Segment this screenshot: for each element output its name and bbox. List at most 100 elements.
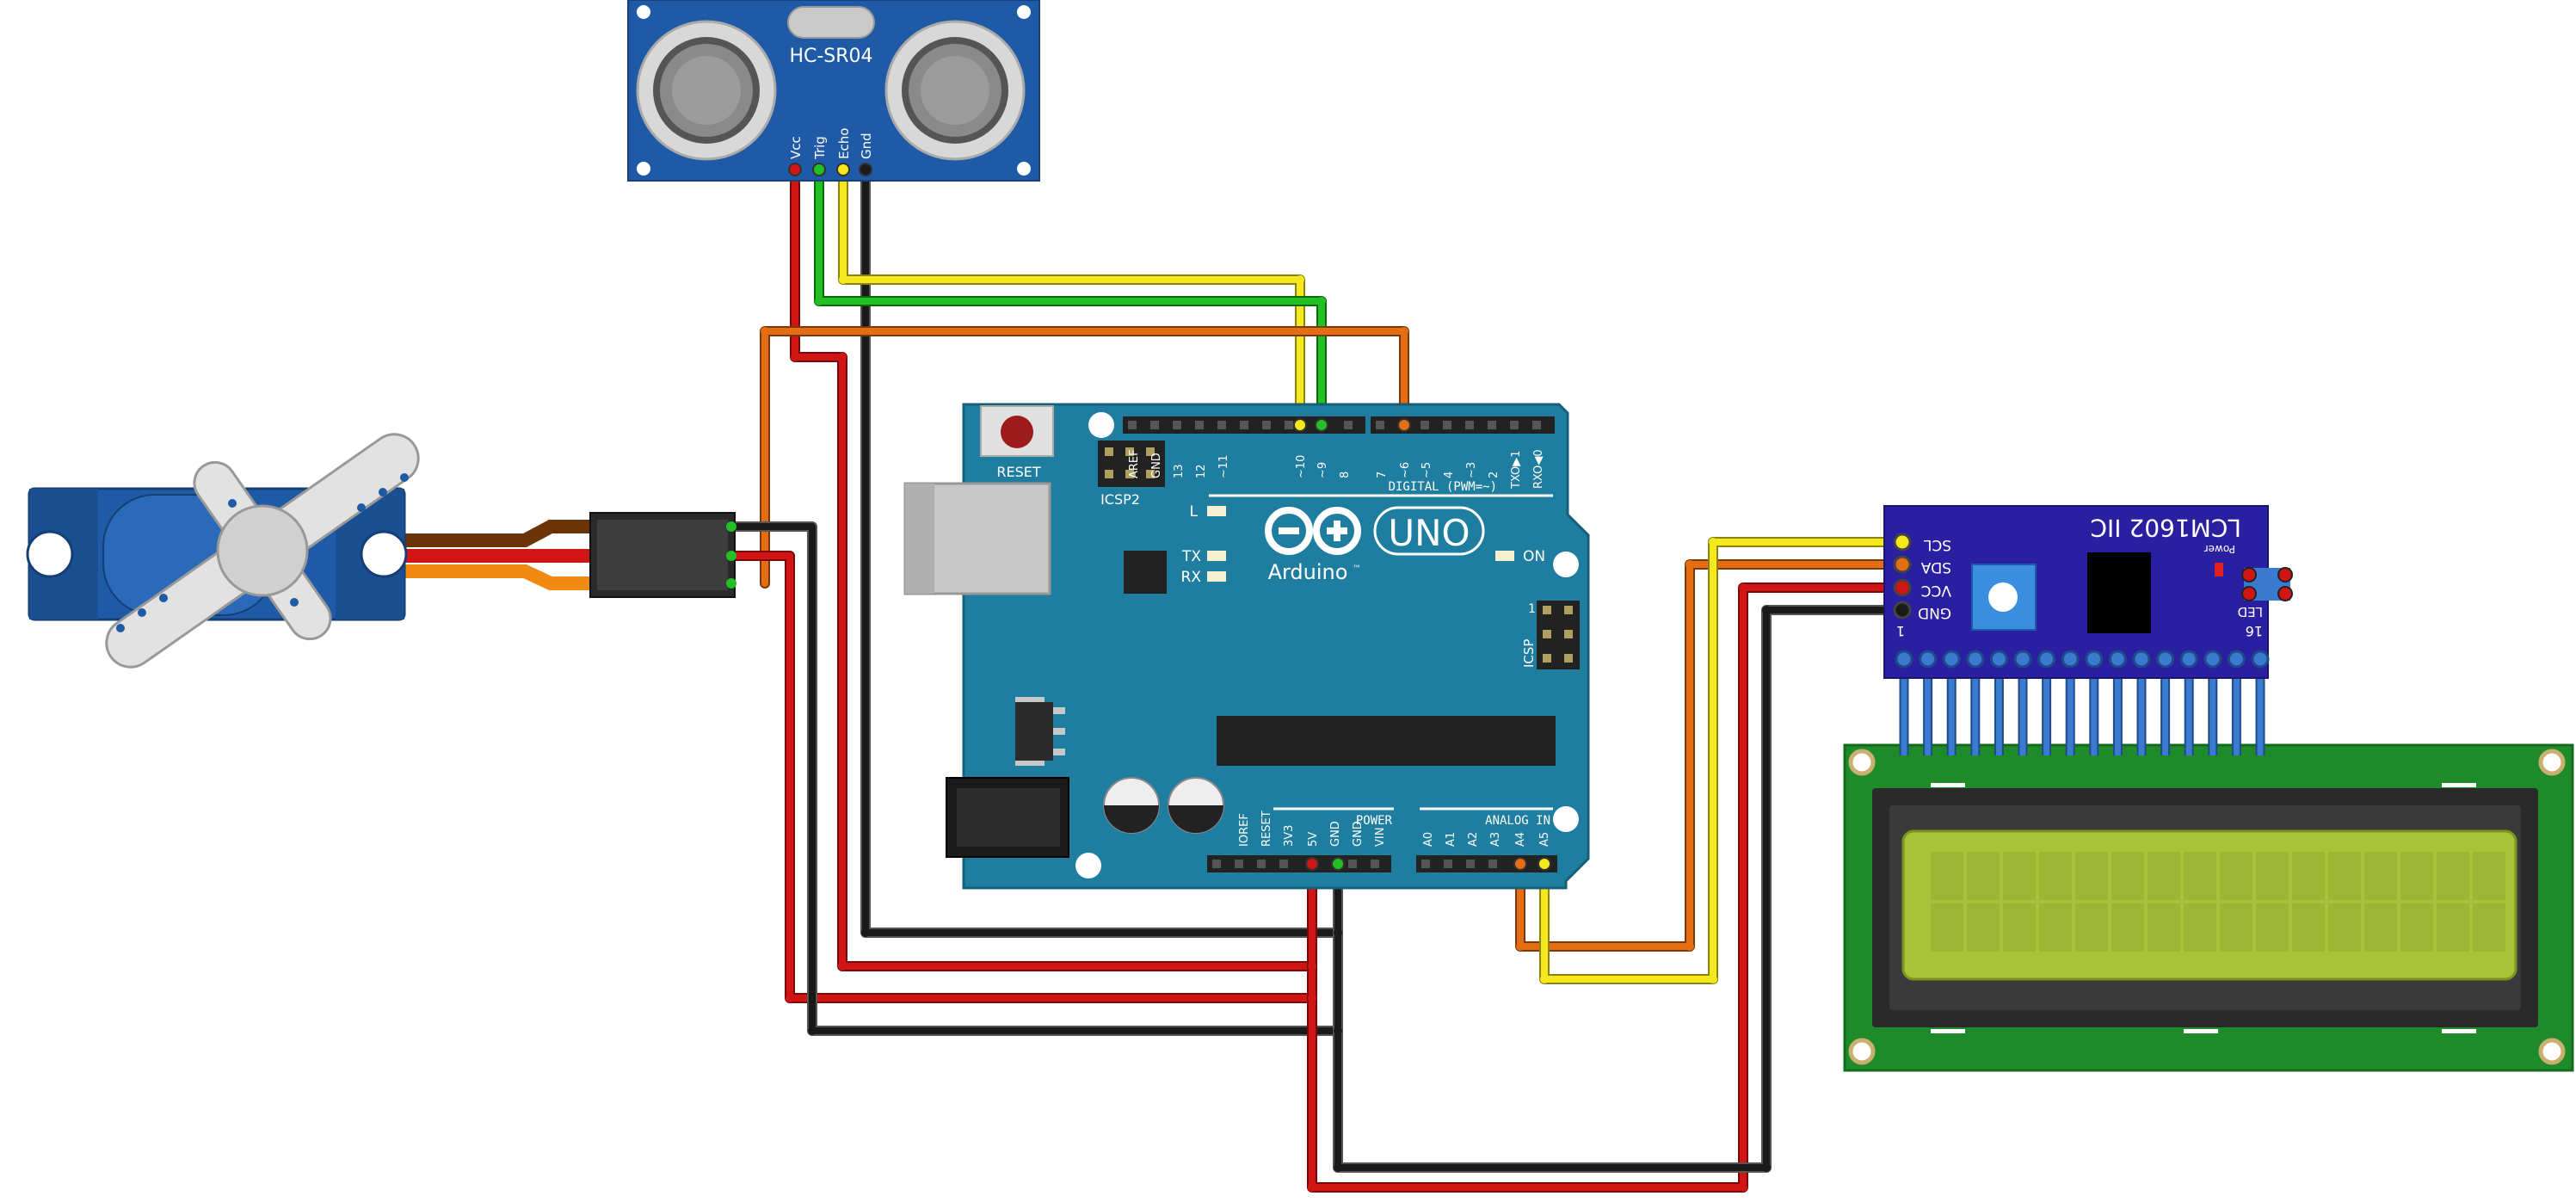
lcd-mount-holes — [1848, 749, 2566, 1065]
led-jumper[interactable] — [2241, 567, 2293, 601]
lcd-cell — [2039, 852, 2072, 900]
arduino-model: UNO — [1388, 512, 1470, 554]
pin-label-3: ~3 — [1465, 462, 1478, 478]
wire-sensor-echo — [838, 163, 1305, 431]
pin-label-4: 4 — [1443, 472, 1456, 478]
lcd-cell — [1967, 852, 2000, 900]
servo-cable — [387, 520, 594, 590]
analog-header[interactable] — [1416, 855, 1557, 872]
ultrasonic-sensor: HC-SR04 Vcc Trig Echo Gnd — [627, 0, 1040, 182]
led-rx-label: RX — [1181, 569, 1202, 586]
lcd-cell — [2220, 903, 2252, 952]
wire-bends — [761, 275, 1771, 1192]
i2c-header-pin — [2203, 650, 2222, 669]
voltage-regulator — [1015, 697, 1065, 766]
pin-label-11: ~11 — [1217, 455, 1230, 478]
servo-horn[interactable] — [97, 425, 428, 677]
arduino-brand: Arduino — [1268, 560, 1348, 584]
i2c-header-pin — [2061, 650, 2080, 669]
wires — [731, 163, 1907, 1193]
power-header[interactable] — [1207, 855, 1391, 872]
wire-servo-gnd — [731, 521, 1343, 1036]
i2c-pin-last-label: 16 — [2246, 623, 2263, 639]
pin-label-5v: 5V — [1307, 832, 1320, 847]
lcd-cell — [2364, 903, 2397, 952]
transducer-right — [884, 20, 1026, 161]
pin-label-a2: A2 — [1467, 832, 1480, 847]
capacitors — [1103, 777, 1224, 834]
digital-header-label: DIGITAL (PWM=~) — [1389, 480, 1497, 494]
pin-label-gnd: GND — [1150, 453, 1163, 478]
lcd-cell — [2292, 903, 2325, 952]
pin-label-aref: AREF — [1128, 449, 1141, 478]
sensor-model-label: HC-SR04 — [789, 46, 872, 67]
i2c-header-pin — [1919, 650, 1938, 669]
pin-label-a0: A0 — [1422, 832, 1435, 847]
i2c-chip — [2087, 552, 2151, 633]
i2c-backpack: SCL SDA VCC GND LCM1602 IIC Power LED 1 … — [1883, 505, 2293, 755]
i2c-pin-sda-label: SDA — [1920, 558, 1951, 576]
lcd-cell — [1931, 852, 1963, 900]
led-on-label: ON — [1523, 548, 1545, 565]
pin-label-a3: A3 — [1489, 832, 1502, 847]
i2c-header-pins — [1895, 650, 2270, 669]
icsp-header — [1537, 601, 1580, 669]
servo-motor — [26, 425, 736, 677]
pin-label-9: ~9 — [1316, 462, 1329, 478]
reset-label: RESET — [996, 464, 1040, 480]
pin-label-a5: A5 — [1538, 832, 1551, 847]
wire-servo-vcc — [731, 551, 1317, 1003]
arduino-uno: RESET ICSP2 L TX RX ON — [903, 403, 1590, 890]
pin-label-5: ~5 — [1420, 462, 1433, 478]
transducer-left — [636, 20, 777, 161]
lcd-cell — [2473, 903, 2505, 952]
i2c-header-pin — [2227, 650, 2246, 669]
lcd-cell — [2256, 903, 2289, 952]
lcd-display — [1843, 743, 2574, 1072]
power-jack[interactable] — [946, 777, 1069, 858]
lcd-cell — [2003, 852, 2036, 900]
atmega-chip — [1217, 716, 1556, 766]
lcd-cell — [2003, 903, 2036, 952]
pin-label-1: TXO▶1 — [1510, 450, 1523, 490]
lcd-cell — [1931, 903, 1963, 952]
i2c-pin-first-label: 1 — [1896, 623, 1905, 639]
i2c-pin-scl-label: SCL — [1923, 536, 1951, 553]
icsp2-label: ICSP2 — [1100, 491, 1140, 508]
lcd-cell — [2364, 852, 2397, 900]
sensor-pins[interactable] — [788, 163, 872, 176]
lcd-cell — [2400, 852, 2433, 900]
i2c-header-pin — [1966, 650, 1985, 669]
digital-header[interactable] — [1123, 416, 1555, 434]
reset-button[interactable] — [980, 405, 1054, 457]
pin-label-13: 13 — [1173, 464, 1186, 478]
i2c-pins[interactable] — [1893, 533, 1912, 619]
usb-chip — [1124, 551, 1167, 594]
pin-label-12: 12 — [1195, 464, 1208, 478]
lcd-cell — [2184, 903, 2216, 952]
pin-label-a4: A4 — [1514, 832, 1527, 847]
lcd-cell — [2184, 852, 2216, 900]
i2c-title: LCM1602 IIC — [2090, 514, 2241, 542]
wire-sensor-trig — [814, 163, 1327, 431]
i2c-header-pin — [2251, 650, 2270, 669]
pin-label-2: 2 — [1488, 472, 1501, 478]
i2c-pin-vcc-label: VCC — [1921, 582, 1951, 599]
sensor-pin-gnd-label: Gnd — [859, 133, 874, 159]
lcd-cell — [2400, 903, 2433, 952]
contrast-potentiometer[interactable] — [1971, 564, 2037, 631]
pin-label-3v3: 3V3 — [1283, 825, 1296, 847]
pin-label-6: ~6 — [1399, 462, 1412, 478]
digital-pin-labels: AREF GND 13 12 ~11 ~10 ~9 8 7 ~6 ~5 4 ~3… — [1128, 449, 1545, 490]
power-led — [2215, 563, 2223, 576]
lcd-character-grid — [1931, 852, 2505, 952]
usb-port[interactable] — [903, 482, 1051, 595]
icsp-label: ICSP — [1521, 639, 1537, 668]
lcd-cell — [2256, 852, 2289, 900]
lcd-cell — [2437, 903, 2469, 952]
power-header-label: POWER — [1356, 814, 1393, 828]
arduino-tm: ™ — [1353, 564, 1361, 574]
lcd-cell — [2292, 852, 2325, 900]
lcd-cell — [2473, 852, 2505, 900]
